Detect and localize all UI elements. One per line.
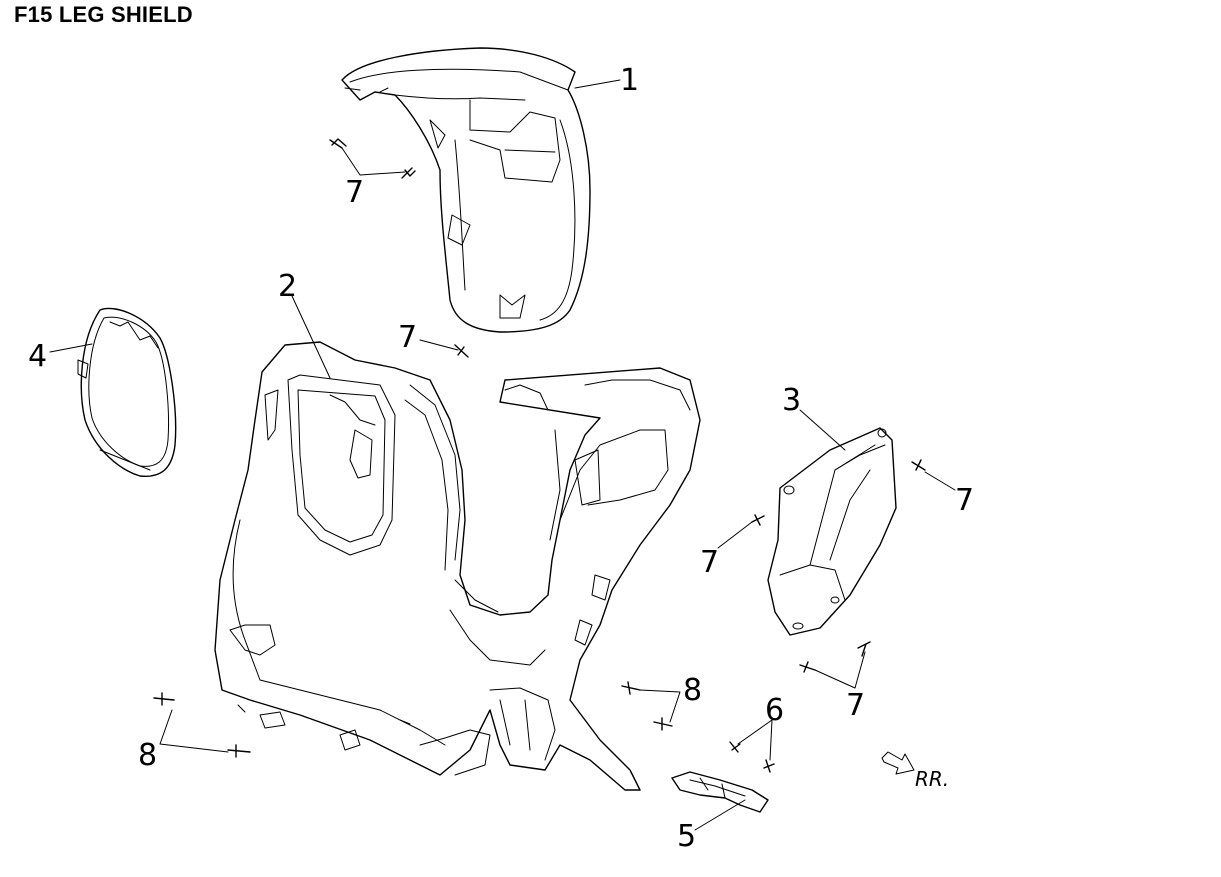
screw-7-lower: [799, 641, 871, 689]
screw-8-left: [153, 692, 251, 758]
direction-label: RR.: [915, 767, 949, 791]
screw-7-side: [717, 514, 765, 549]
callout-8a: 8: [138, 738, 157, 773]
leader-line-1: [574, 79, 621, 89]
screw-8-middle: [621, 681, 681, 731]
callout-8b: 8: [683, 673, 702, 708]
part-5-bracket: [671, 771, 769, 813]
callout-2: 2: [278, 269, 297, 304]
callout-3: 3: [782, 383, 801, 418]
callout-1: 1: [620, 63, 639, 98]
callout-7a: 7: [345, 175, 364, 210]
page-title: F15 LEG SHIELD: [14, 2, 193, 27]
callout-7b: 7: [398, 320, 417, 355]
screw-6: [729, 719, 775, 773]
part-4-lid: [77, 307, 177, 477]
leader-line-4: [49, 343, 93, 353]
leader-line-2: [291, 295, 331, 379]
screw-7-right: [911, 459, 956, 491]
leader-line-5: [694, 799, 746, 831]
callout-5: 5: [677, 819, 696, 854]
part-1-front-cover: [341, 47, 591, 333]
part-3-side-cover: [767, 427, 897, 636]
leader-line-3: [799, 409, 846, 451]
direction-arrow-icon: [881, 751, 915, 775]
callout-7c: 7: [955, 483, 974, 518]
part-2-leg-shield: [214, 341, 701, 791]
callout-7d: 7: [700, 545, 719, 580]
screw-7-middle: [419, 339, 469, 358]
callout-4: 4: [28, 339, 47, 374]
callout-6: 6: [765, 693, 784, 728]
screw-7-top: [329, 138, 416, 179]
callout-7e: 7: [846, 688, 865, 723]
